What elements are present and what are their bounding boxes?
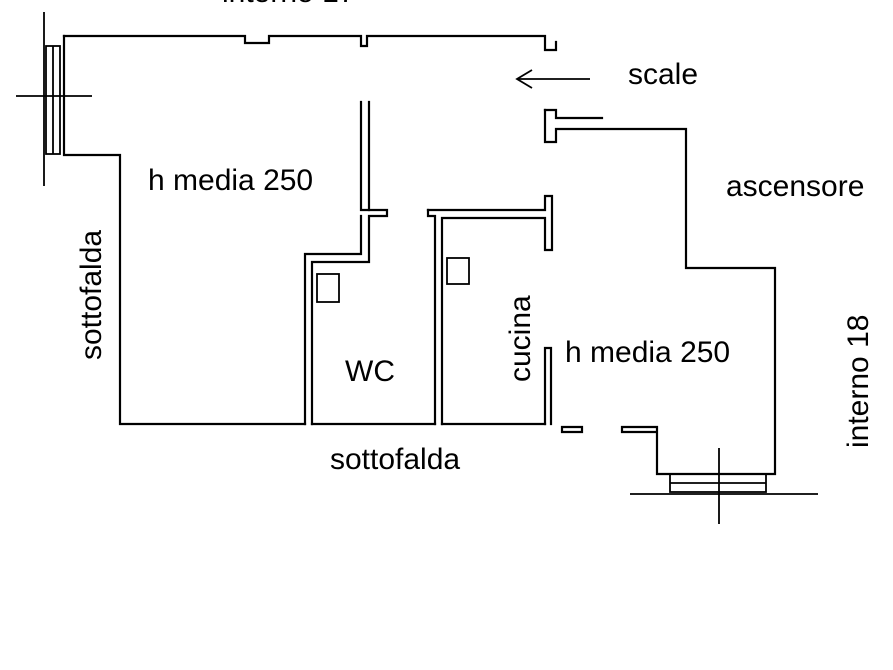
exterior-walls — [62, 34, 777, 476]
window-bottom — [630, 448, 818, 524]
label-right-neighbor: interno 18 — [842, 315, 875, 448]
shaft-kitchen — [446, 257, 470, 285]
label-elevator: ascensore — [726, 170, 864, 203]
arrow-left-icon — [515, 69, 590, 89]
label-top-neighbor: interno 17 — [222, 0, 355, 9]
shaft-wc — [316, 273, 340, 303]
label-sottofalda-left: sottofalda — [75, 230, 108, 360]
label-room-right-height: h media 250 — [565, 336, 730, 369]
label-stairs: scale — [628, 58, 698, 91]
label-wc: WC — [345, 355, 395, 388]
label-kitchen: cucina — [504, 295, 537, 382]
label-sottofalda-bottom: sottofalda — [330, 443, 460, 476]
label-room-left-height: h media 250 — [148, 164, 313, 197]
window-left — [16, 12, 92, 186]
interior-walls — [303, 100, 584, 434]
